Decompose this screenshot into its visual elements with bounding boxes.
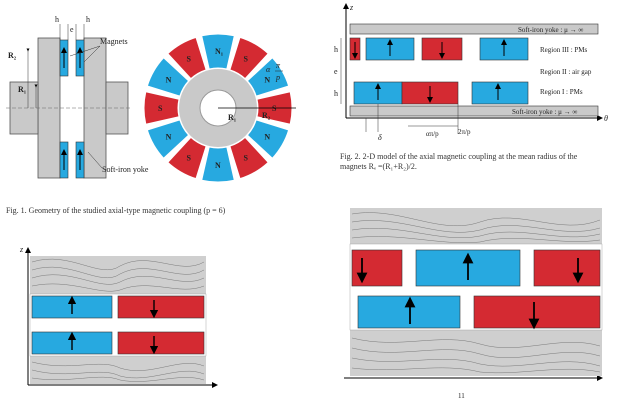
- ring-p: p: [275, 73, 280, 82]
- ring-magnet-segment: [246, 57, 290, 97]
- ring-pole-label: S: [158, 104, 163, 113]
- ring-pole-label: S: [244, 153, 249, 162]
- fig2-caption-line1: Fig. 2. 2-D model of the axial magnetic …: [340, 152, 578, 161]
- fig1-ring-labels: α π p R₁ R₂: [228, 61, 283, 122]
- fig2-dim-e: e: [334, 67, 338, 76]
- fig2-two-pi-p: 2π/p: [458, 128, 471, 136]
- ring-magnet-segment: [167, 36, 207, 80]
- dim-R1: R₁: [18, 85, 27, 94]
- ring-pi: π: [276, 61, 281, 70]
- yoke-label: Soft-iron yoke: [102, 165, 149, 174]
- fig2-region3: Region III : PMs: [540, 46, 588, 54]
- fig2-bottom-yoke-label: Soft-iron yoke : μ → ∞: [512, 108, 577, 116]
- fig1-cross-section: h e h R₂ R₁ Magnets Soft-iron yoke: [6, 15, 149, 179]
- ring-pole-label: N: [264, 133, 270, 142]
- ring-pole-label: S: [187, 55, 192, 64]
- ring-magnet-segment: [146, 57, 190, 97]
- ring-magnet-segment: [143, 91, 180, 125]
- ring-alpha: α: [266, 65, 271, 74]
- ring-R2: R₂: [262, 111, 271, 120]
- fig2-model: z θ Soft-iron yoke : μ → ∞ Region III : …: [334, 3, 608, 142]
- ring-magnet-segment: [146, 119, 190, 159]
- ring-magnet-segment: [201, 33, 235, 70]
- fig2-dim-h-top: h: [334, 45, 338, 54]
- fig4-page-mark: 11: [458, 392, 465, 400]
- ring-magnet-segment: [246, 119, 290, 159]
- fig2-z-label: z: [349, 3, 354, 12]
- ring-magnet-segment: [201, 146, 235, 183]
- dim-h-left: h: [55, 15, 59, 24]
- ring-pole-label: N: [264, 76, 270, 85]
- ring-magnet-segment: [229, 136, 269, 180]
- ring-magnet-segment: [229, 36, 269, 80]
- dim-e: e: [70, 25, 74, 34]
- fig2-region1: Region I : PMs: [540, 88, 583, 96]
- ring-magnet-segment: [167, 136, 207, 180]
- fig2-alpha-pi-p: απ/p: [426, 130, 439, 138]
- fig2-dim-h-bottom: h: [334, 89, 338, 98]
- fig2-top-yoke-label: Soft-iron yoke : μ → ∞: [518, 26, 583, 34]
- dim-h-right: h: [86, 15, 90, 24]
- fig2-caption-line2: magnets Rₑ =(R₁+R₂)/2.: [340, 162, 417, 171]
- fig2-theta-label: θ: [604, 114, 608, 123]
- fig3-field-plot: z θ: [19, 245, 218, 388]
- fig1-caption: Fig. 1. Geometry of the studied axial-ty…: [6, 206, 226, 215]
- ring-pole-label: S: [187, 153, 192, 162]
- fig2-delta: δ: [378, 133, 382, 142]
- ring-pole-label: S: [244, 55, 249, 64]
- fig1-ring: N₁ S N S N S N S N S N S: [143, 33, 296, 183]
- fig4-field-plot: θ 11: [344, 208, 603, 400]
- ring-pole-label: N: [215, 161, 221, 170]
- ring-pole-label: N₁: [215, 47, 224, 56]
- ring-pole-label: S: [272, 104, 277, 113]
- fig2-region2: Region II : air gap: [540, 68, 592, 76]
- ring-pole-label: N: [166, 76, 172, 85]
- ring-pole-label: N: [166, 133, 172, 142]
- fig2-top-yoke: [349, 23, 599, 35]
- ring-R1: R₁: [228, 113, 237, 122]
- magnets-label: Magnets: [100, 37, 128, 46]
- dim-R2: R₂: [8, 51, 17, 60]
- fig2-bottom-yoke: [349, 105, 599, 117]
- fig3-z-label: z: [19, 245, 24, 254]
